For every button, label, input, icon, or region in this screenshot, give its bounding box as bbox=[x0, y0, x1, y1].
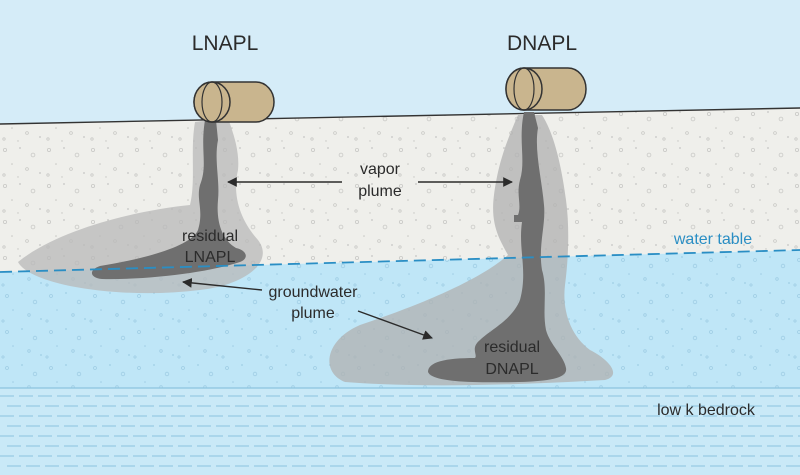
bedrock-hatching bbox=[0, 395, 800, 467]
sky bbox=[0, 0, 800, 125]
dnapl-residual bbox=[428, 112, 567, 383]
groundwater-plume-label-line1: groundwater bbox=[269, 284, 359, 301]
groundwater-plume-label-line2: plume bbox=[291, 305, 335, 322]
annotation-arrows bbox=[182, 177, 513, 340]
ground-surface-line bbox=[0, 107, 800, 125]
bedrock-label: low k bedrock bbox=[657, 402, 756, 419]
lnapl-title: LNAPL bbox=[192, 32, 259, 55]
residual-dnapl-label-line1: residual bbox=[484, 339, 540, 356]
lnapl-residual bbox=[91, 120, 246, 280]
water-table-label: water table bbox=[673, 231, 752, 248]
vapor-plume-label-line2: plume bbox=[358, 183, 402, 200]
water-table-line bbox=[0, 249, 800, 273]
residual-dnapl-label-line2: DNAPL bbox=[485, 361, 538, 378]
residual-lnapl-label-line2: LNAPL bbox=[185, 249, 236, 266]
residual-lnapl-label-line1: residual bbox=[182, 228, 238, 245]
vapor-plume-label-line1: vapor bbox=[360, 161, 401, 178]
bedrock-layer bbox=[0, 388, 800, 475]
lnapl-tank-icon bbox=[193, 81, 275, 123]
dnapl-tank-icon bbox=[505, 67, 587, 111]
dnapl-title: DNAPL bbox=[507, 32, 577, 55]
